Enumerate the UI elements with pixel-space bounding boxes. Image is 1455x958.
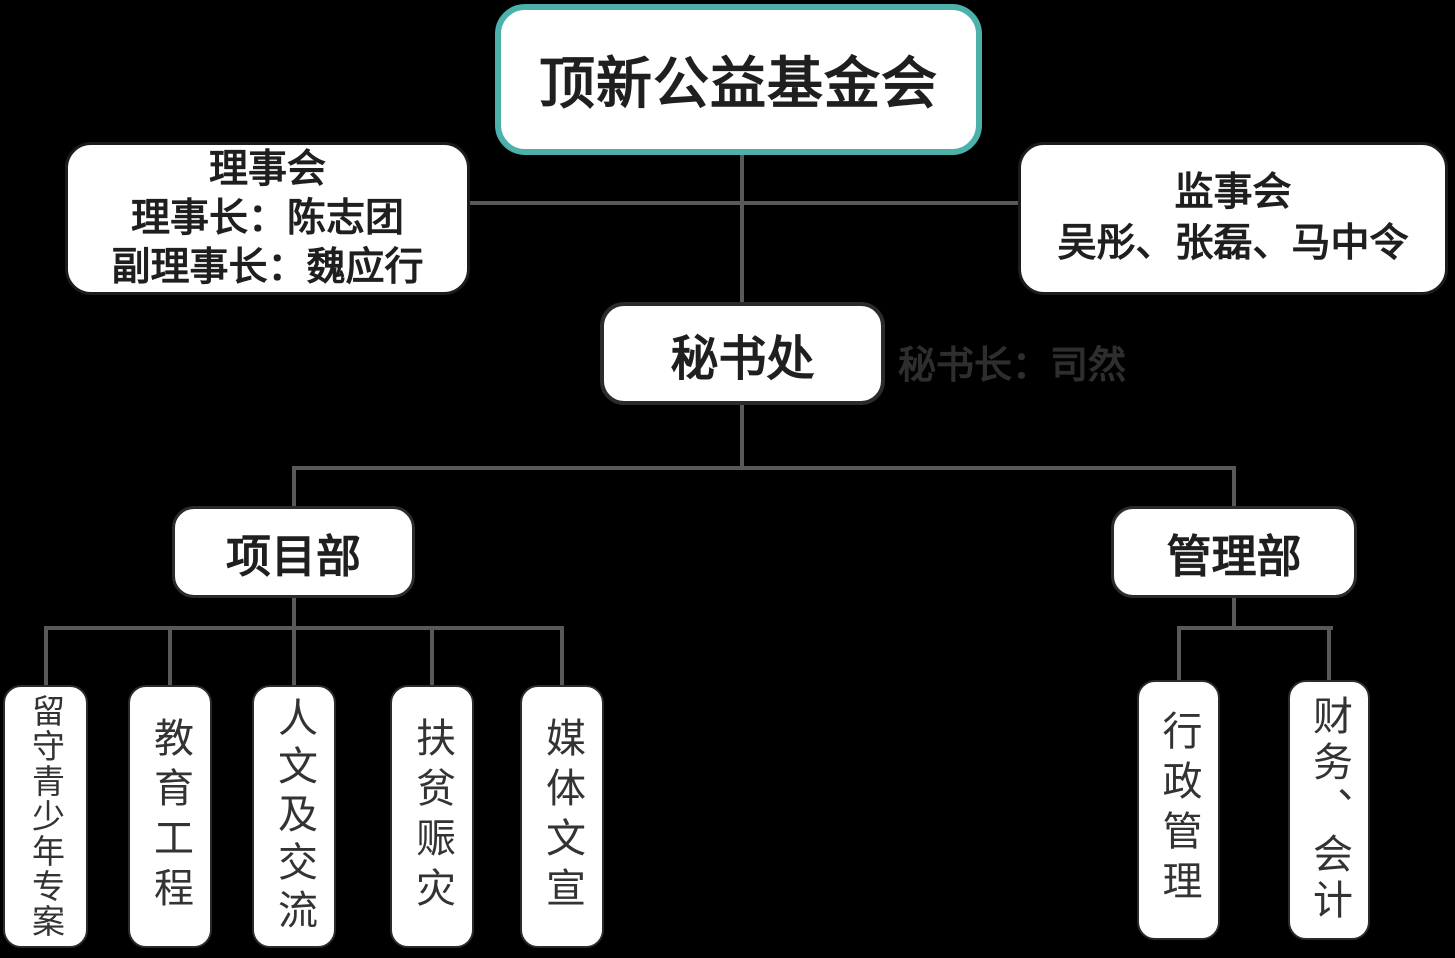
project-dept-label: 项目部 <box>225 530 361 582</box>
supervisors-members: 吴彤、张磊、马中令 <box>1057 221 1409 265</box>
project-child-5-label: 媒体文宣 <box>540 716 584 917</box>
org-node-admin-child-2: 财务、会计 <box>1288 680 1370 940</box>
connector-drop-project-child-4 <box>430 626 434 685</box>
org-node-board: 理事会 理事长：陈志团 副理事长：魏应行 <box>65 142 470 295</box>
org-node-root-label: 顶新公益基金会 <box>539 52 938 115</box>
connector-drop-project-dept <box>292 466 296 506</box>
connector-project-dept-down <box>292 598 296 685</box>
project-child-2-label: 教育工程 <box>148 716 192 917</box>
board-chair-line: 理事长：陈志团 <box>130 196 404 240</box>
project-child-4-label: 扶贫赈灾 <box>410 716 454 917</box>
org-node-project-child-1: 留守青少年专案 <box>3 685 88 948</box>
connector-drop-admin-child-2 <box>1327 626 1331 680</box>
connector-drop-project-child-2 <box>168 626 172 685</box>
org-node-project-child-3: 人文及交流 <box>252 685 336 948</box>
connector-root-to-secretariat <box>740 155 744 302</box>
org-node-secretariat: 秘书处 <box>600 302 885 405</box>
connector-secretariat-down <box>740 405 744 470</box>
connector-project-children-horizontal <box>44 626 564 630</box>
board-vice-chair-line: 副理事长：魏应行 <box>111 246 424 290</box>
org-node-admin-dept: 管理部 <box>1111 506 1357 598</box>
org-node-project-dept: 项目部 <box>172 506 415 598</box>
project-child-1-label: 留守青少年专案 <box>27 694 65 939</box>
org-node-project-child-5: 媒体文宣 <box>520 685 604 948</box>
project-child-3-label: 人文及交流 <box>272 696 316 937</box>
secretariat-label: 秘书处 <box>670 332 815 386</box>
org-node-project-child-2: 教育工程 <box>128 685 212 948</box>
admin-dept-label: 管理部 <box>1166 530 1302 582</box>
supervisors-title: 监事会 <box>1174 170 1292 214</box>
admin-child-2-label: 财务、会计 <box>1307 695 1351 925</box>
connector-admin-dept-down <box>1232 598 1236 628</box>
secretary-general-note: 秘书长：司然 <box>898 345 1127 387</box>
board-title: 理事会 <box>208 147 326 191</box>
admin-child-1-label: 行政管理 <box>1156 710 1201 910</box>
org-node-root: 顶新公益基金会 <box>495 4 982 155</box>
connector-board-to-supervisors <box>470 201 1018 205</box>
org-node-supervisors: 监事会 吴彤、张磊、马中令 <box>1018 142 1448 295</box>
org-node-project-child-4: 扶贫赈灾 <box>390 685 474 948</box>
connector-admin-children-horizontal <box>1177 626 1333 630</box>
connector-drop-project-child-5 <box>560 626 564 685</box>
connector-depts-horizontal <box>292 466 1236 470</box>
connector-drop-project-child-1 <box>44 626 48 685</box>
connector-drop-admin-dept <box>1232 466 1236 506</box>
connector-drop-admin-child-1 <box>1177 626 1181 680</box>
org-node-admin-child-1: 行政管理 <box>1137 680 1220 940</box>
